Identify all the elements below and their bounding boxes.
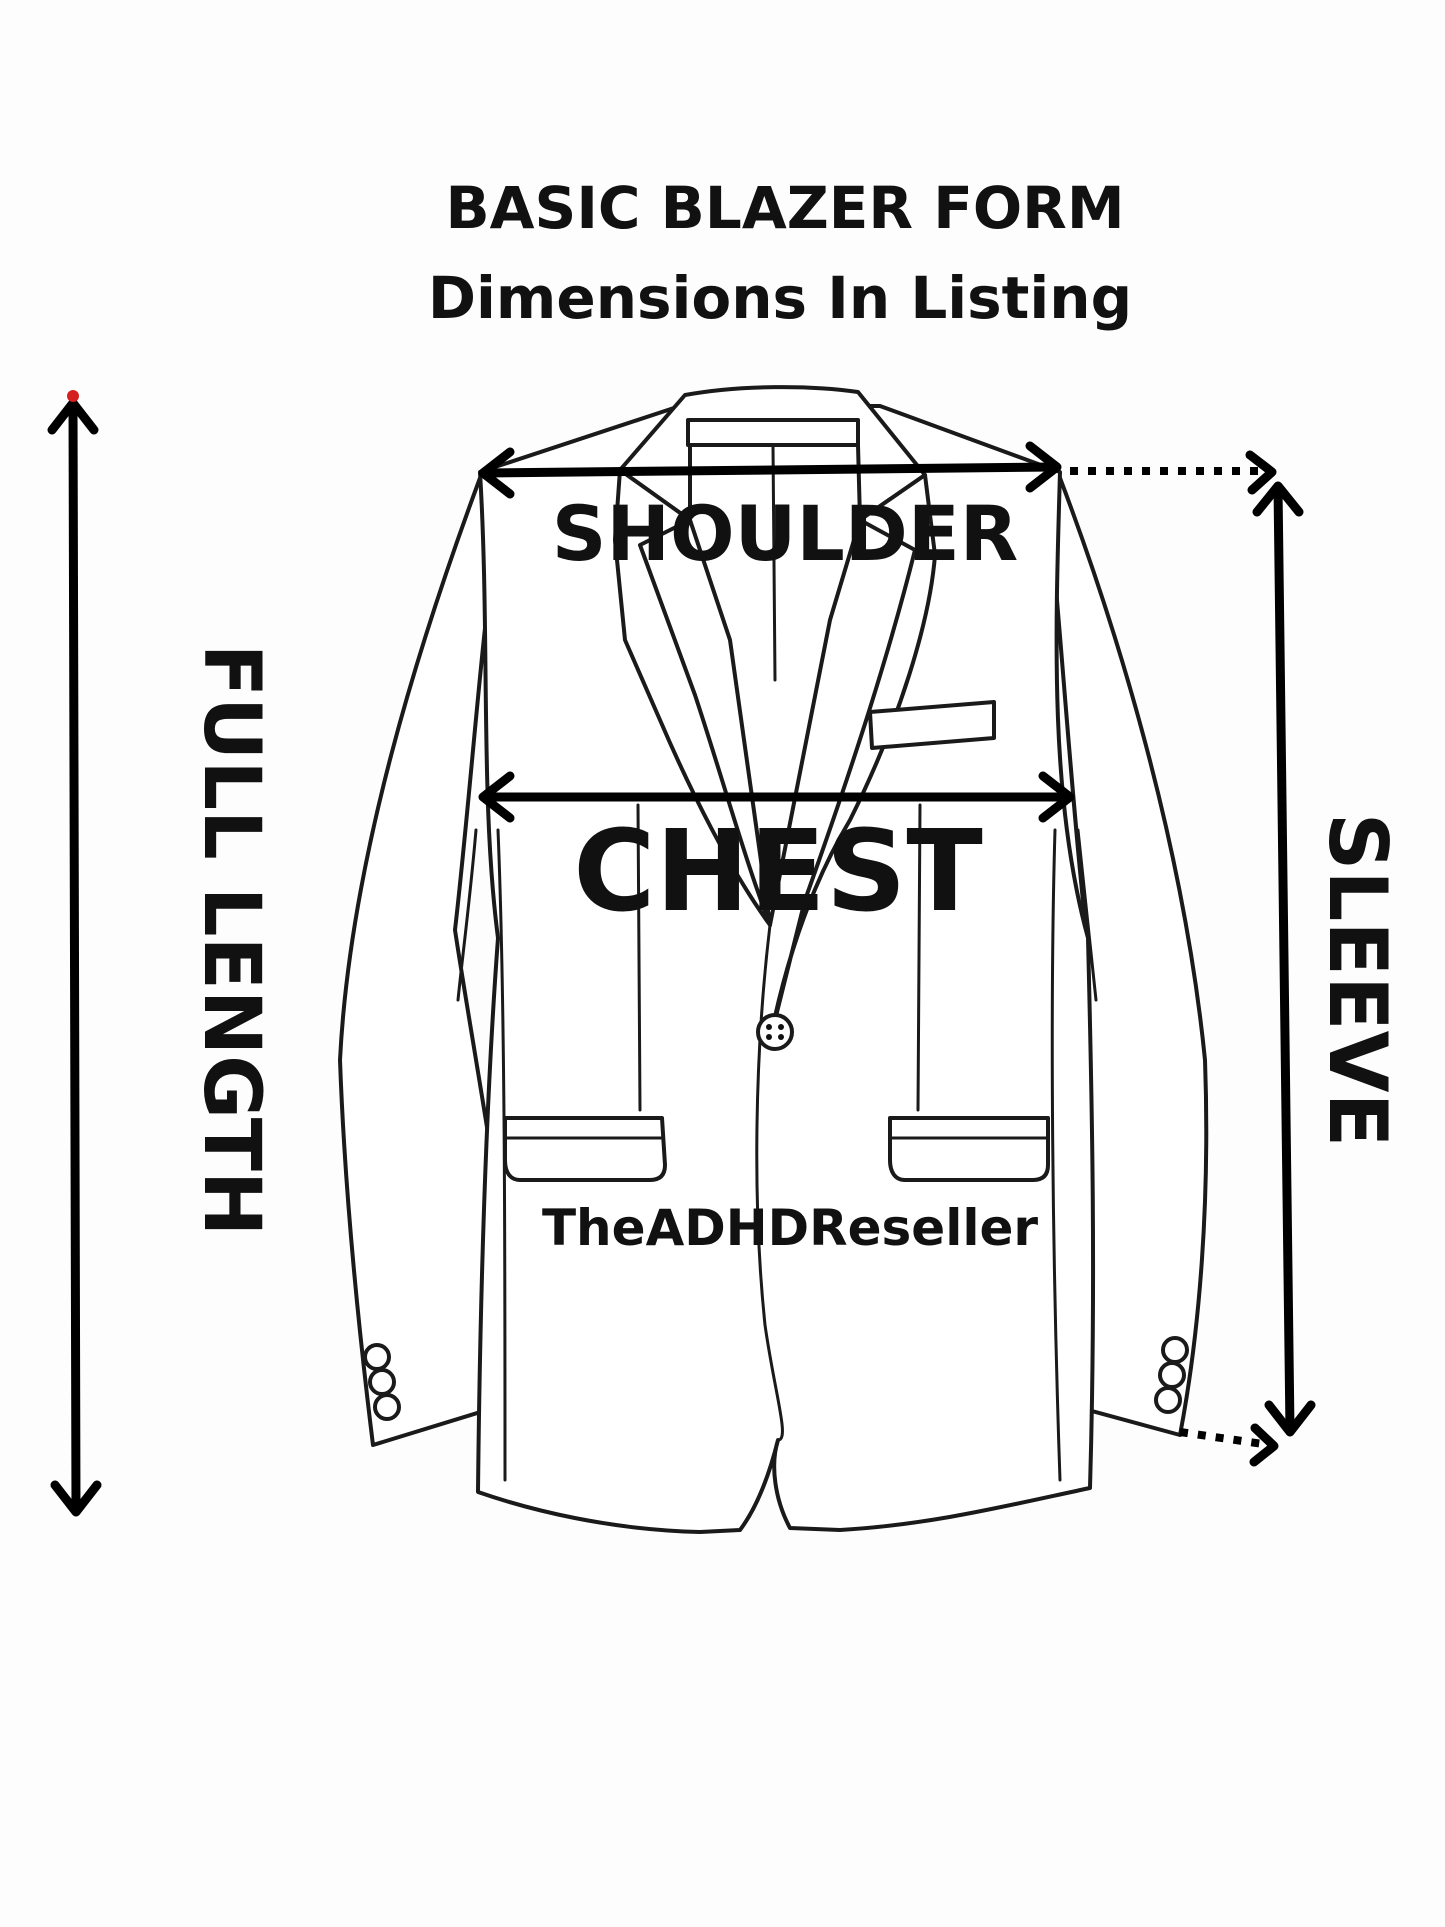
sleeve-label: SLEEVE bbox=[1311, 813, 1404, 1147]
title: BASIC BLAZER FORM bbox=[445, 174, 1124, 242]
right-dart bbox=[916, 803, 922, 1112]
left-sleeve bbox=[338, 476, 528, 1447]
chest-pocket bbox=[868, 700, 996, 750]
right-side-seam bbox=[1050, 828, 1062, 1482]
full-length-arrow bbox=[47, 390, 102, 1517]
left-hip-pocket bbox=[503, 1116, 667, 1182]
right-cuff-buttons bbox=[1154, 1336, 1189, 1414]
subtitle: Dimensions In Listing bbox=[428, 264, 1132, 332]
left-cuff-buttons bbox=[363, 1343, 401, 1421]
full-length-label: FULL LENGTH bbox=[186, 644, 276, 1237]
right-hip-pocket bbox=[888, 1116, 1050, 1182]
right-sleeve-inner bbox=[1076, 828, 1098, 1002]
right-lapel bbox=[768, 473, 937, 1042]
chest-arrow bbox=[478, 771, 1075, 823]
sleeve-arrow bbox=[1070, 450, 1316, 1467]
accent-dot bbox=[67, 390, 79, 402]
shoulder-arrow bbox=[478, 441, 1062, 499]
tie-line bbox=[771, 443, 777, 682]
button-icon bbox=[756, 1013, 794, 1051]
chest-label: CHEST bbox=[573, 807, 983, 937]
blazer-outline-icon bbox=[338, 385, 1209, 1534]
left-dart bbox=[636, 803, 642, 1112]
shirt-front bbox=[688, 443, 862, 927]
brand-watermark: TheADHDReseller bbox=[542, 1199, 1038, 1257]
shirt-collar bbox=[686, 418, 860, 447]
sleeve-bottom-leader bbox=[1179, 1428, 1271, 1449]
shoulder-label: SHOULDER bbox=[552, 489, 1019, 578]
left-sleeve-inner bbox=[456, 828, 478, 1002]
